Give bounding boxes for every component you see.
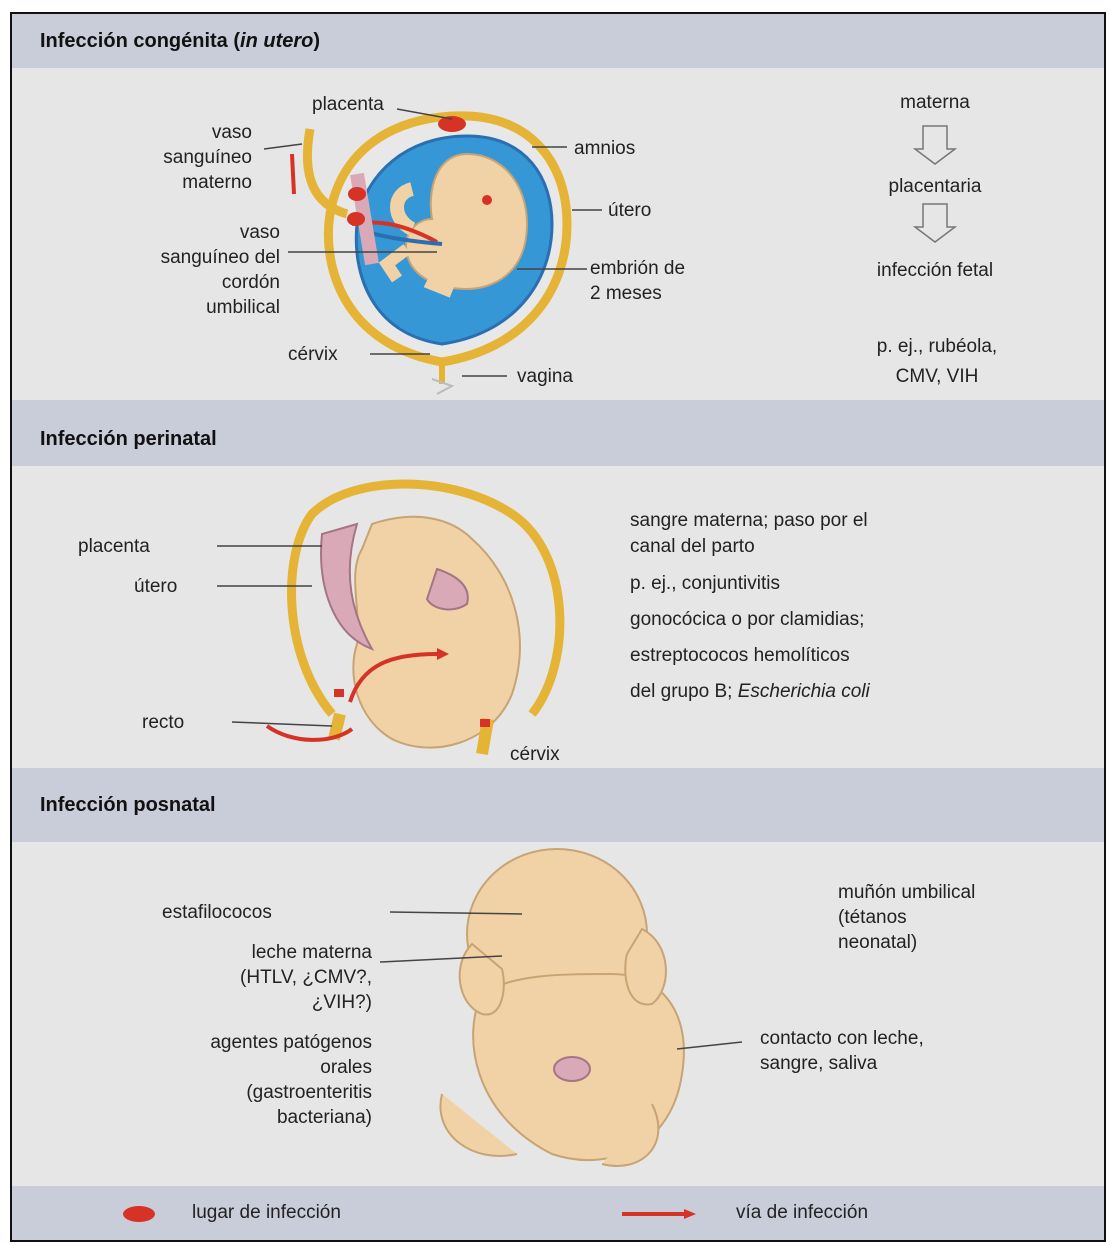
infection-site-icon [123, 1206, 155, 1222]
perinatal-illustration [217, 484, 560, 754]
flow-placentaria: placentaria [842, 174, 1028, 199]
legend-infection-route: vía de infección [736, 1202, 868, 1224]
label-umbilical-vessel: vaso sanguíneo del cordón umbilical [42, 220, 280, 320]
label-vagina: vagina [517, 364, 573, 389]
label-breast-milk: leche materna (HTLV, ¿CMV?, ¿VIH?) [112, 940, 372, 1015]
congenital-examples: p. ej., rubéola, CMV, VIH [802, 332, 1072, 392]
label-cervix-congenital: cérvix [288, 342, 338, 367]
label-utero-congenital: útero [608, 198, 651, 223]
label-amnios: amnios [574, 136, 635, 161]
diagram-frame: Infección congénita (in utero) Infección… [10, 12, 1106, 1242]
label-contact: contacto con leche, sangre, saliva [760, 1026, 924, 1076]
legend-infection-site: lugar de infección [192, 1202, 341, 1224]
label-embryo: embrión de 2 meses [590, 256, 685, 306]
label-placenta-perinatal: placenta [78, 534, 150, 559]
label-estafilococos: estafilococos [162, 900, 272, 925]
flow-materna: materna [842, 90, 1028, 115]
perinatal-description: sangre materna; paso por el canal del pa… [630, 508, 870, 710]
label-placenta-congenital: placenta [312, 92, 384, 117]
label-umbilical-stump: muñón umbilical (tétanos neonatal) [838, 880, 975, 955]
label-maternal-vessel: vaso sanguíneo materno [122, 120, 252, 195]
postnatal-illustration [380, 849, 742, 1166]
label-utero-perinatal: útero [134, 574, 177, 599]
label-recto: recto [142, 710, 184, 735]
label-oral-pathogens: agentes patógenos orales (gastroenteriti… [52, 1030, 372, 1130]
label-cervix-perinatal: cérvix [510, 742, 560, 767]
flow-infeccion-fetal: infección fetal [827, 258, 1043, 283]
